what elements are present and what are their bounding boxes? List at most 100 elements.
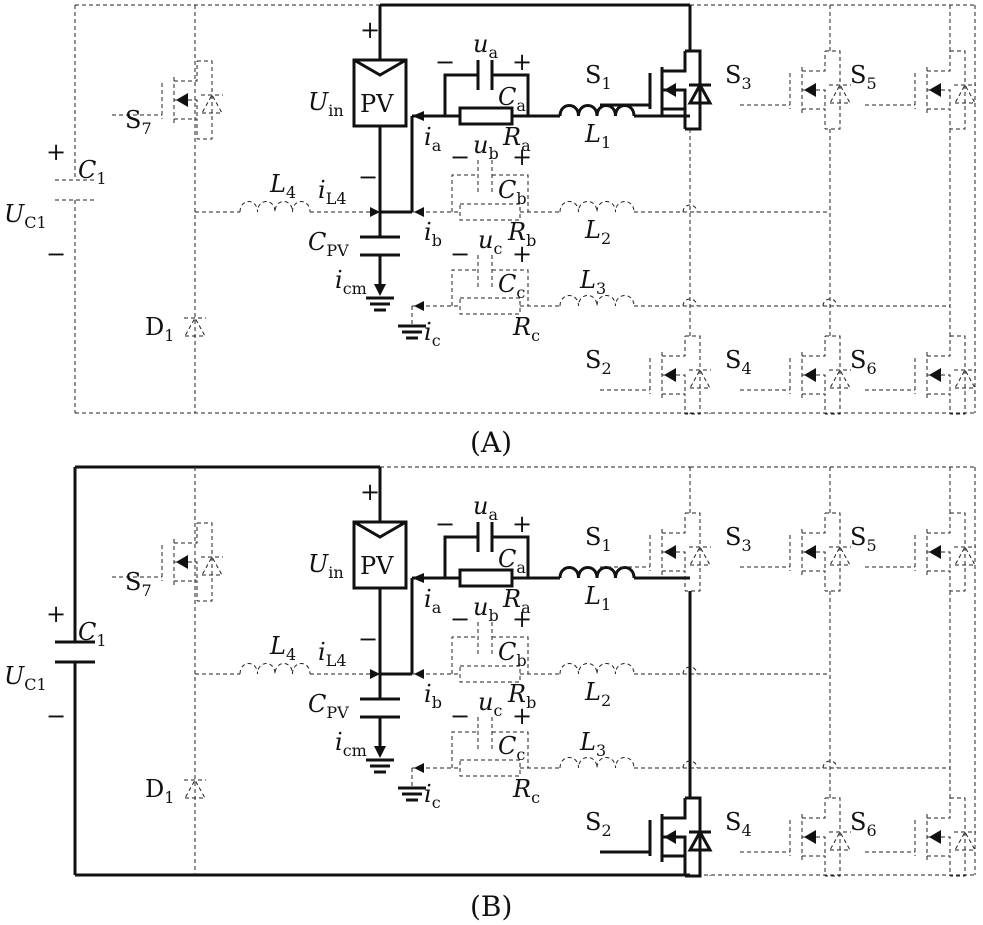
label-part: in [328, 101, 343, 120]
s4-label: S4 [725, 346, 752, 378]
label-part: 1 [96, 631, 106, 650]
label-part: R [502, 585, 521, 613]
label-part: + [46, 600, 66, 628]
crossover [682, 760, 698, 769]
label-part: − [46, 240, 66, 268]
source [662, 393, 686, 414]
label-part: U [308, 550, 329, 578]
ic-label: ic [424, 780, 441, 812]
source [927, 570, 951, 591]
label-part: b [516, 651, 526, 670]
label-part: 2 [601, 359, 611, 378]
i-cm-arrow [374, 746, 386, 758]
label-part: C [498, 732, 516, 760]
source [927, 393, 951, 414]
body-diode [689, 545, 711, 566]
crossover [682, 298, 698, 307]
s1-label: S1 [585, 523, 612, 555]
label-part: 1 [96, 169, 106, 188]
cc-label: Cc [498, 270, 525, 302]
label-part: 4 [741, 359, 751, 378]
label-part: C [308, 690, 326, 718]
i-l4-arrow [370, 207, 380, 217]
s3-label: S3 [725, 523, 752, 555]
s2-switch [600, 335, 711, 415]
label-part: i [318, 638, 326, 666]
label-part: S [850, 808, 866, 836]
body-diode [829, 83, 851, 104]
ca-plates [476, 522, 494, 552]
label-part: L [269, 170, 286, 198]
label-part: 4 [286, 645, 296, 664]
label-part: c [516, 283, 525, 302]
label-part: S [850, 346, 866, 374]
drain [927, 513, 951, 534]
l2-label: L2 [584, 678, 611, 710]
s1-switch [600, 49, 713, 131]
c-pv-label: CPV [308, 228, 349, 260]
l2-inductor [559, 201, 635, 213]
s5-switch [865, 512, 976, 592]
s2-label: S2 [585, 808, 612, 840]
diode-loop [950, 512, 966, 592]
body-arrow [804, 830, 816, 844]
label-part: 1 [601, 536, 611, 555]
ground-pv [366, 296, 394, 312]
diode-loop [685, 512, 701, 592]
label-part: S [725, 61, 741, 89]
uc1-label: UC1 [4, 662, 47, 694]
c1-label: C1 [78, 618, 107, 650]
body-diode [954, 545, 976, 566]
rc-label: Rc [512, 775, 540, 807]
l4-label: L4 [269, 170, 296, 202]
ub-minus: − [450, 143, 470, 171]
source [802, 108, 826, 129]
drain [802, 798, 826, 819]
drain [662, 51, 687, 73]
label-part: 3 [741, 74, 751, 93]
diode-loop [685, 796, 702, 878]
cb-loop [451, 174, 529, 212]
label-part: − [358, 625, 378, 653]
ua-plus: + [512, 48, 532, 76]
label-part: + [512, 48, 532, 76]
label-part: i [424, 123, 432, 151]
drain [174, 61, 198, 82]
label-part: − [435, 510, 455, 538]
s7-label: S7 [125, 106, 152, 138]
l1-inductor [558, 104, 636, 117]
s4-label: S4 [725, 808, 752, 840]
ground-pv [366, 758, 394, 774]
label-part: PV [360, 552, 394, 580]
crossover [682, 204, 698, 213]
ca-label: Ca [498, 545, 526, 577]
label-part: 7 [141, 119, 151, 138]
l3-inductor [559, 757, 635, 769]
s6-label: S6 [850, 346, 877, 378]
cc-plates [477, 717, 493, 749]
label-part: S [725, 808, 741, 836]
crossover [822, 298, 838, 307]
ground-c [398, 786, 426, 802]
body-diode [954, 368, 976, 389]
uc1-label: UC1 [4, 200, 47, 232]
label-part: b [488, 606, 498, 625]
label-part: c [432, 793, 441, 812]
pv-minus: − [358, 163, 378, 191]
label-part: S [585, 523, 601, 551]
d1-diode [184, 778, 206, 799]
diode-body [184, 778, 206, 799]
label-part: L4 [326, 651, 347, 670]
ra-label: Ra [502, 585, 531, 617]
c1-label: C1 [78, 156, 107, 188]
label-part: C [308, 228, 326, 256]
label-part: i [335, 728, 343, 756]
i-l4-label: iL4 [318, 638, 347, 670]
uc-minus: − [450, 240, 470, 268]
s2-switch [600, 796, 713, 878]
i-c-arrow [414, 763, 424, 773]
label-part: 6 [866, 359, 876, 378]
ua-minus: − [435, 510, 455, 538]
diode-loop [685, 335, 701, 415]
rb-label: Rb [507, 680, 536, 712]
